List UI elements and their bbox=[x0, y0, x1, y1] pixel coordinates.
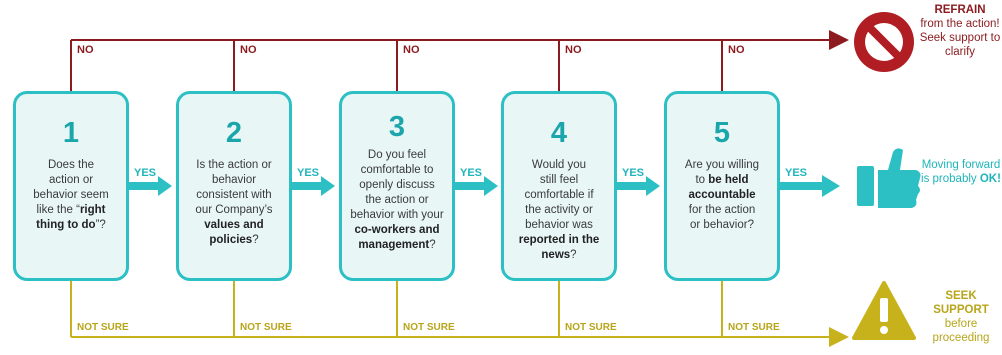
step-number: 1 bbox=[62, 117, 80, 149]
step-number: 3 bbox=[388, 111, 406, 143]
seek-title: SEEK SUPPORT bbox=[933, 290, 989, 316]
not-sure-label: NOT SURE bbox=[565, 322, 617, 333]
yes-label: YES bbox=[297, 167, 320, 179]
no-label: NO bbox=[565, 44, 582, 56]
yes-arrow-3 bbox=[454, 176, 498, 196]
step-number: 5 bbox=[713, 117, 731, 149]
not-sure-path bbox=[70, 281, 849, 347]
step-number: 2 bbox=[225, 117, 243, 149]
warning-triangle-icon bbox=[852, 281, 916, 340]
not-sure-label: NOT SURE bbox=[240, 322, 292, 333]
not-sure-label: NOT SURE bbox=[728, 322, 780, 333]
not-sure-label: NOT SURE bbox=[403, 322, 455, 333]
not-sure-label: NOT SURE bbox=[77, 322, 129, 333]
yes-label: YES bbox=[134, 167, 157, 179]
thumbs-up-icon bbox=[857, 148, 921, 208]
yes-label: YES bbox=[622, 167, 645, 179]
no-label: NO bbox=[728, 44, 745, 56]
refrain-text: from the action! Seek support to clarify bbox=[919, 18, 1001, 58]
seek-text: before proceeding bbox=[932, 318, 990, 344]
forward-ok: OK! bbox=[979, 173, 1001, 185]
yes-label: YES bbox=[460, 167, 483, 179]
forward-outcome: Moving forward is probably OK! bbox=[920, 158, 1002, 186]
no-label: NO bbox=[403, 44, 420, 56]
prohibited-sign-icon bbox=[854, 12, 914, 72]
no-path bbox=[70, 30, 849, 91]
forward-text: Moving forward is probably bbox=[921, 159, 1001, 185]
yes-arrow-1 bbox=[128, 176, 172, 196]
no-label: NO bbox=[77, 44, 94, 56]
refrain-outcome: REFRAIN from the action! Seek support to… bbox=[918, 3, 1002, 59]
step-number: 4 bbox=[550, 117, 568, 149]
yes-arrows bbox=[128, 175, 840, 197]
yes-arrow-2 bbox=[291, 176, 335, 196]
seek-outcome: SEEK SUPPORT before proceeding bbox=[920, 289, 1002, 345]
yes-arrow-5 bbox=[779, 175, 840, 197]
yes-label: YES bbox=[785, 167, 808, 179]
refrain-title: REFRAIN bbox=[934, 4, 986, 16]
no-label: NO bbox=[240, 44, 257, 56]
yes-arrow-4 bbox=[616, 176, 660, 196]
